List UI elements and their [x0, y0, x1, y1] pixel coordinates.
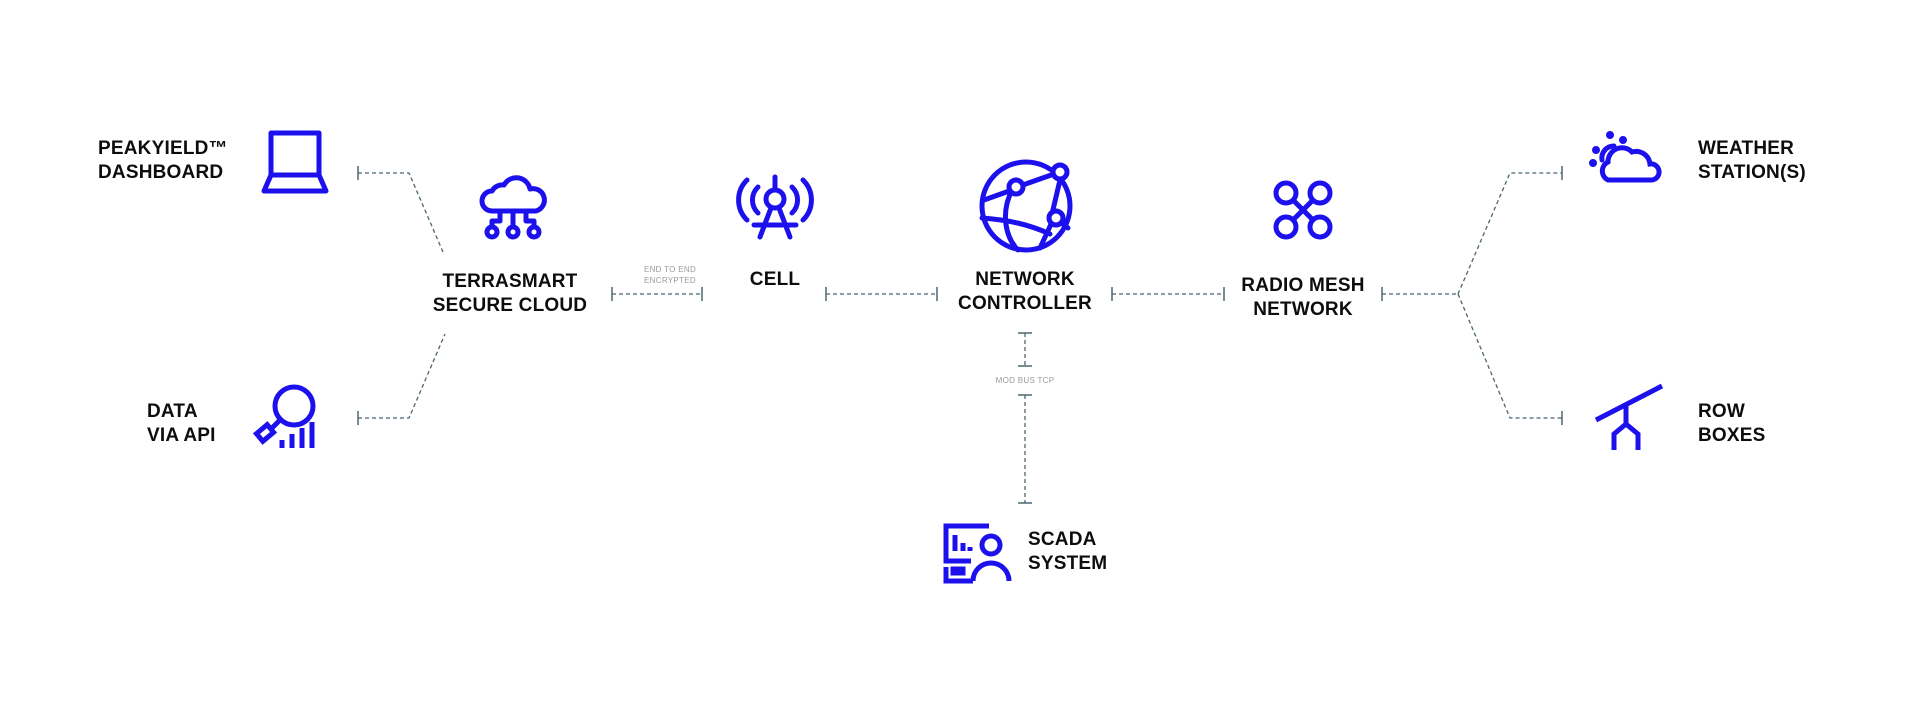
label-line: TERRASMART — [442, 271, 578, 292]
label-line: NETWORK — [975, 269, 1075, 290]
node-label-controller: NETWORK CONTROLLER — [935, 268, 1115, 316]
label-line: BOXES — [1698, 425, 1766, 446]
label-line: SCADA — [1028, 529, 1097, 550]
label-line: VIA API — [147, 425, 216, 446]
label-line: NETWORK — [1253, 299, 1353, 320]
globe-network-icon — [978, 154, 1078, 254]
node-label-weather: WEATHER STATION(S) — [1698, 137, 1806, 185]
edge-api-cloud — [358, 333, 446, 419]
mesh-nodes-icon — [1272, 179, 1334, 241]
label-line: STATION(S) — [1698, 162, 1806, 183]
label-line: PEAKYIELD™ — [98, 138, 228, 159]
laptop-icon — [261, 130, 329, 194]
label-line: SECURE CLOUD — [432, 295, 588, 316]
edge-junction-weather — [1457, 172, 1562, 295]
edge-junction-row — [1457, 293, 1562, 419]
edge-dashboard-cloud — [358, 172, 444, 253]
label-line: WEATHER — [1698, 138, 1795, 159]
caption-line: END TO END — [643, 265, 697, 274]
node-label-mesh: RADIO MESH NETWORK — [1218, 274, 1388, 322]
edge-caption-modbus: MOD BUS TCP — [985, 375, 1065, 386]
label-line: CONTROLLER — [958, 293, 1092, 314]
node-label-cell: CELL — [700, 268, 850, 292]
node-label-scada: SCADA SYSTEM — [1028, 528, 1107, 576]
node-label-row: ROW BOXES — [1698, 400, 1766, 448]
node-label-cloud: TERRASMART SECURE CLOUD — [425, 270, 595, 318]
label-line: ROW — [1698, 401, 1746, 422]
tracker-icon — [1594, 380, 1666, 450]
cloud-sun-icon — [1588, 130, 1664, 186]
label-line: CELL — [749, 269, 801, 290]
caption-line: ENCRYPTED — [644, 276, 696, 285]
caption-line: MOD BUS TCP — [995, 376, 1055, 385]
node-label-api: DATA VIA API — [147, 400, 216, 448]
cloud-network-icon — [478, 173, 548, 243]
magnifier-chart-icon — [252, 384, 322, 454]
node-label-dashboard: PEAKYIELD™ DASHBOARD — [98, 137, 228, 185]
label-line: DATA — [147, 401, 198, 422]
label-line: DASHBOARD — [98, 162, 224, 183]
cell-tower-icon — [736, 174, 814, 241]
label-line: RADIO MESH — [1241, 275, 1365, 296]
edge-caption-encrypted: END TO END ENCRYPTED — [630, 264, 710, 286]
label-line: SYSTEM — [1028, 553, 1108, 574]
scada-operator-icon — [943, 523, 1013, 584]
